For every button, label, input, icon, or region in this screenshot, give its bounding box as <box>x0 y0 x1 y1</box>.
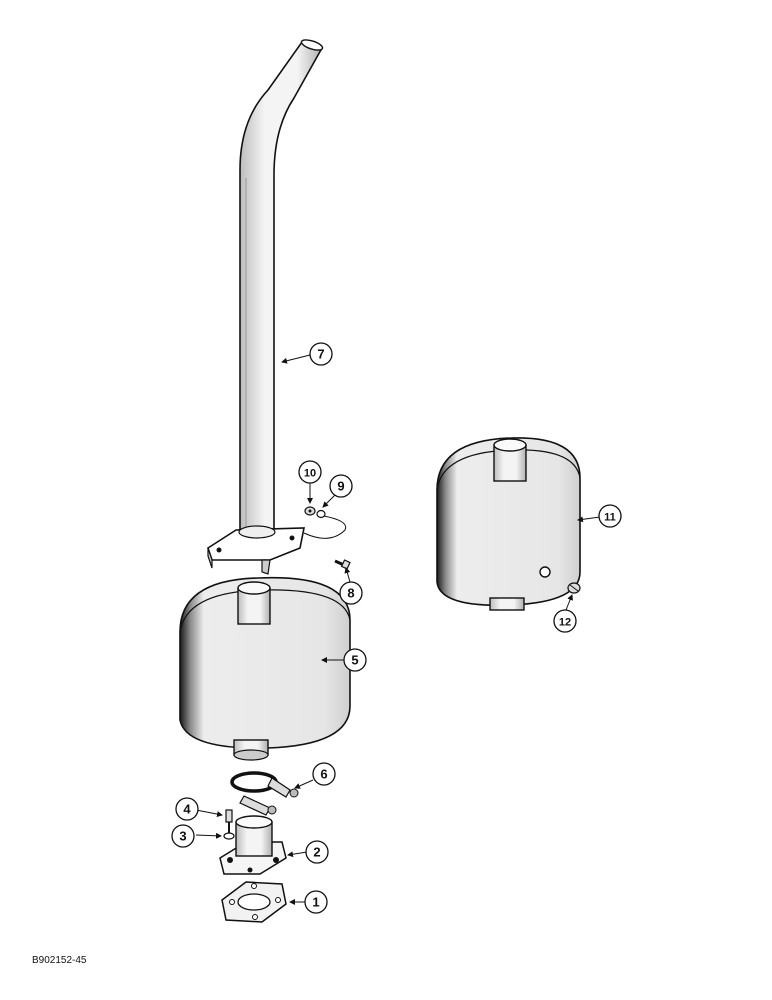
drain-plug-part-12 <box>567 582 581 594</box>
svg-text:7: 7 <box>317 347 324 362</box>
svg-text:9: 9 <box>337 479 344 494</box>
adapter-part-2 <box>219 815 287 875</box>
callout-2: 2 <box>305 840 329 864</box>
clamp-part-6 <box>230 771 299 816</box>
muffler-part-5 <box>179 576 351 761</box>
muffler-part-11 <box>436 437 581 611</box>
callout-12: 12 <box>553 609 577 633</box>
nut-part-10 <box>304 506 316 516</box>
callout-8: 8 <box>339 581 363 605</box>
svg-text:10: 10 <box>304 468 316 480</box>
callout-11: 11 <box>598 504 622 528</box>
svg-text:12: 12 <box>559 617 571 629</box>
lock-washer-part-9 <box>316 509 326 519</box>
callout-1: 1 <box>304 890 328 914</box>
gasket-part-1 <box>221 881 287 923</box>
callout-10: 10 <box>298 460 322 484</box>
svg-text:8: 8 <box>347 586 354 601</box>
svg-text:6: 6 <box>320 767 327 782</box>
washer-part-3 <box>223 832 235 840</box>
callout-7: 7 <box>309 342 333 366</box>
svg-text:1: 1 <box>312 895 319 910</box>
bolt-part-4 <box>225 809 233 834</box>
svg-text:3: 3 <box>179 829 186 844</box>
leader-lines <box>195 354 601 905</box>
exhaust-stack-pipe <box>239 39 324 536</box>
callout-9: 9 <box>329 474 353 498</box>
stack-mounting-bracket <box>207 525 305 575</box>
svg-text:5: 5 <box>351 653 358 668</box>
svg-text:4: 4 <box>183 802 191 817</box>
callout-4: 4 <box>175 797 199 821</box>
callout-3: 3 <box>171 824 195 848</box>
svg-text:2: 2 <box>313 845 320 860</box>
svg-text:11: 11 <box>604 512 616 524</box>
retaining-wire <box>303 514 347 539</box>
figure-id-label: B902152-45 <box>32 955 87 966</box>
callout-5: 5 <box>343 648 367 672</box>
callout-6: 6 <box>312 762 336 786</box>
bolt-part-8 <box>334 559 351 570</box>
